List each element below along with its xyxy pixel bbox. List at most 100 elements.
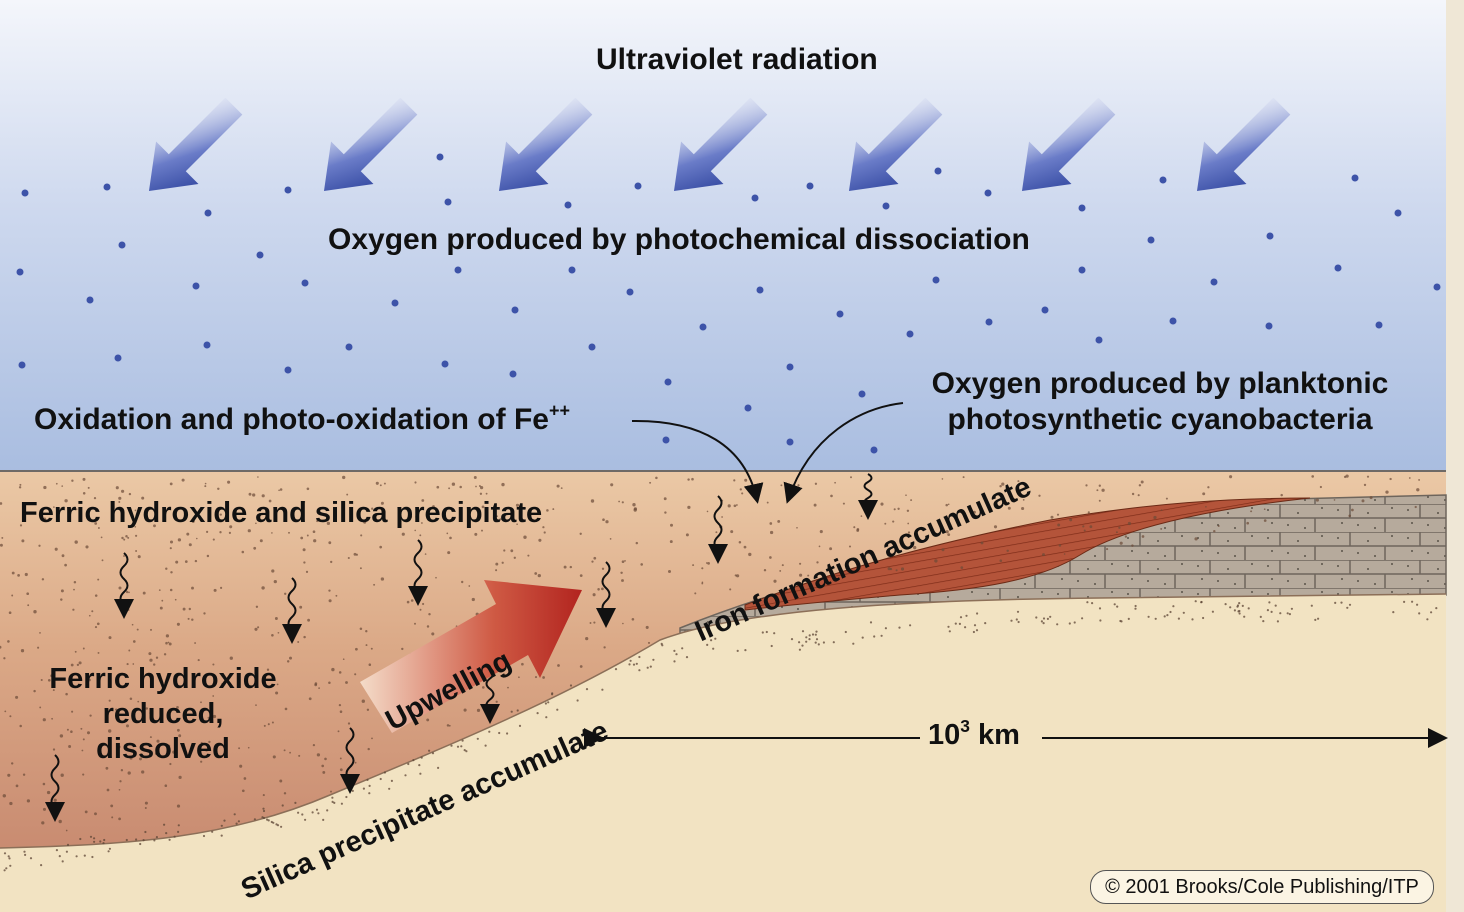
sediment-dot	[53, 506, 55, 508]
oxygen-dot	[103, 183, 111, 191]
sediment-dot	[165, 634, 170, 638]
sediment-dot	[144, 801, 148, 805]
sediment-dot	[19, 724, 22, 728]
sediment-dot	[495, 562, 499, 566]
sediment-dot	[1408, 477, 1411, 479]
sediment-dot	[593, 556, 597, 560]
floor-sediment-dot	[24, 853, 27, 857]
floor-sediment-dot	[322, 818, 325, 822]
floor-sediment-dot	[1172, 605, 1175, 608]
floor-sediment-dot	[412, 759, 415, 762]
sediment-dot	[284, 515, 287, 518]
sediment-dot	[365, 630, 368, 633]
floor-sediment-dot	[1016, 610, 1020, 613]
oxygen-dot	[906, 330, 914, 338]
oxidation-label-text: Oxidation and photo-oxidation of Fe	[34, 403, 549, 436]
sediment-dot	[158, 589, 161, 591]
sediment-dot	[1101, 488, 1105, 492]
sediment-dot	[176, 706, 179, 709]
sediment-dot	[621, 501, 624, 504]
floor-sediment-dot	[556, 708, 559, 711]
sediment-dot	[1119, 541, 1123, 545]
sediment-dot	[261, 494, 265, 498]
sediment-dot	[0, 502, 3, 505]
sediment-dot	[422, 602, 425, 606]
sediment-dot	[941, 478, 944, 480]
sediment-dot	[272, 755, 276, 759]
sediment-dot	[692, 564, 695, 567]
sediment-dot	[70, 730, 73, 733]
sediment-dot	[1153, 515, 1157, 520]
sediment-dot	[115, 486, 119, 490]
floor-sediment-dot	[1241, 604, 1244, 608]
sediment-dot	[279, 779, 283, 783]
sediment-dot	[120, 769, 124, 772]
sediment-dot	[355, 647, 358, 651]
sediment-dot	[401, 647, 404, 651]
sediment-dot	[312, 530, 316, 534]
floor-sediment-dot	[805, 640, 808, 643]
settling-arrow	[114, 552, 134, 619]
sediment-dot	[239, 764, 243, 768]
sediment-dot	[161, 599, 164, 602]
sediment-dot	[328, 589, 331, 592]
sediment-dot	[799, 562, 802, 565]
sediment-dot	[406, 600, 410, 604]
floor-sediment-dot	[1268, 601, 1271, 604]
floor-sediment-dot	[1068, 622, 1071, 625]
settling-arrow	[45, 754, 65, 822]
sediment-dot	[118, 496, 122, 500]
floor-sediment-dot	[1236, 604, 1240, 607]
sediment-dot	[1414, 505, 1417, 509]
sediment-dot	[8, 611, 12, 615]
sediment-dot	[169, 540, 174, 544]
oxygen-dot	[1147, 236, 1155, 244]
scale-label-base: 10	[928, 719, 961, 751]
sediment-dot	[203, 612, 206, 615]
floor-sediment-dot	[1403, 600, 1406, 604]
floor-sediment-dot	[1042, 622, 1045, 625]
sediment-dot	[371, 737, 373, 740]
sediment-dot	[26, 799, 31, 803]
sediment-dot	[74, 650, 77, 653]
sediment-dot	[188, 543, 192, 547]
oxygen-dot	[870, 446, 878, 454]
floor-sediment-dot	[65, 850, 68, 853]
sediment-dot	[560, 487, 563, 490]
scale-label-exponent: 3	[960, 715, 970, 736]
sediment-dot	[972, 510, 976, 514]
sediment-dot	[468, 585, 471, 587]
sediment-dot	[1213, 530, 1216, 533]
sediment-dot	[316, 753, 321, 757]
oxygen-dot	[985, 318, 993, 326]
sediment-dot	[371, 507, 374, 510]
oxygen-dot	[699, 323, 707, 331]
floor-sediment-dot	[601, 688, 604, 691]
sediment-dot	[200, 760, 203, 763]
floor-sediment-dot	[456, 745, 460, 748]
floor-sediment-dot	[1288, 613, 1291, 616]
sediment-dot	[1348, 514, 1351, 518]
sediment-dot	[960, 566, 964, 569]
sediment-dot	[170, 571, 173, 574]
sediment-dot	[229, 656, 233, 660]
oxygen-dot	[662, 436, 670, 444]
sediment-dot	[848, 545, 852, 548]
floor-sediment-dot	[1116, 605, 1119, 608]
sediment-dot	[330, 560, 333, 564]
floor-sediment-dot	[844, 630, 847, 634]
sediment-dot	[118, 586, 122, 590]
floor-sediment-dot	[673, 660, 676, 663]
oxygen-dot	[1078, 266, 1086, 274]
oxygen-dot	[1078, 204, 1086, 212]
iron-formation-band	[744, 497, 1311, 611]
sediment-dot	[177, 538, 182, 542]
floor-sediment-dot	[638, 655, 641, 659]
sediment-dot	[620, 571, 623, 575]
sediment-dot	[1083, 529, 1086, 532]
floor-sediment-dot	[40, 864, 43, 867]
sediment-dot	[73, 588, 75, 591]
sediment-dot	[274, 518, 277, 522]
sediment-dot	[7, 640, 10, 643]
sediment-dot	[105, 766, 109, 770]
